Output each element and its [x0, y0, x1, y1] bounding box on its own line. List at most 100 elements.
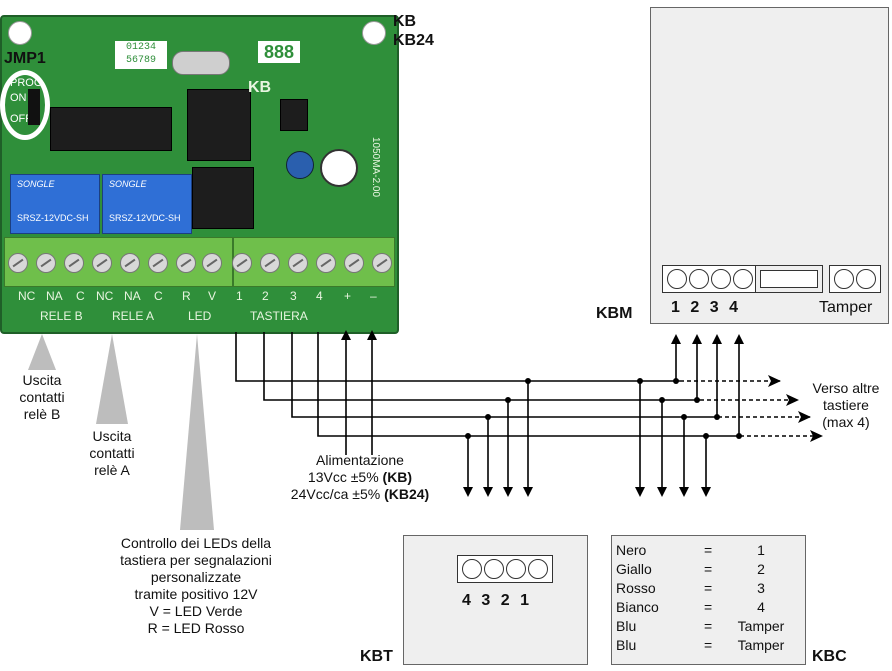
text-line: personalizzate	[150, 569, 242, 585]
terminal-label: –	[370, 289, 377, 303]
text-line: Controllo dei LEDs della	[120, 535, 272, 551]
kbm-tamper-label: Tamper	[819, 299, 873, 316]
terminal-label: +	[344, 289, 352, 303]
text-line: contatti	[19, 389, 65, 405]
terminal-label: C	[154, 289, 163, 303]
relay-model: SRSZ-12VDC-SH	[17, 213, 89, 223]
relay-brand: SONGLE	[17, 179, 55, 189]
kbc-label: KBC	[812, 648, 847, 665]
label-uscita-rele-a: Uscita contatti relè A	[74, 428, 150, 479]
power-connections	[341, 330, 377, 455]
model-kb: KB	[393, 13, 417, 30]
kbt-connections	[463, 381, 533, 497]
kbm-keypad-box: 1 2 3 4 Tamper	[650, 7, 889, 324]
terminal-block-right	[233, 237, 395, 287]
terminal-hole	[528, 559, 548, 579]
label-alimentazione: Alimentazione 13Vcc ±5% (KB) 24Vcc/ca ±5…	[270, 452, 450, 503]
dip-bottom-numbers: 56789	[125, 55, 156, 66]
kbc-row-value: Tamper	[737, 618, 785, 634]
terminal-screw	[120, 253, 140, 273]
terminal-label: NC	[96, 289, 114, 303]
kbc-row-color: Giallo	[616, 561, 652, 577]
terminal-number: 3	[709, 299, 719, 316]
kbc-row-value: Tamper	[737, 637, 785, 653]
kbm-tamper-strip	[829, 265, 881, 293]
label-verso-altre-tastiere: Verso altre tastiere (max 4)	[800, 380, 892, 431]
capacitor-outline	[320, 149, 358, 187]
terminal-number: 2	[690, 299, 700, 316]
dip-switch-label: 01234 56789	[115, 41, 167, 69]
label-led-control: Controllo dei LEDs della tastiera per se…	[90, 535, 302, 637]
power-kb-model: (KB)	[382, 469, 413, 485]
kbt-terminal-numbers: 4 3 2 1	[462, 592, 529, 610]
board-model-label: KB KB24	[393, 12, 434, 50]
text-line: R = LED Rosso	[147, 620, 245, 636]
power-kb24-line: 24Vcc/ca ±5% (KB24)	[270, 486, 450, 503]
kbm-label: KBM	[596, 305, 633, 322]
kbm-terminal-strip	[662, 265, 758, 293]
terminal-hole	[689, 269, 709, 289]
dip-top-numbers: 01234	[125, 42, 156, 53]
terminal-hole	[462, 559, 482, 579]
board-version: 1050MA-2.00	[370, 137, 381, 198]
kbt-keypad-box: 4 3 2 1	[403, 535, 588, 665]
driver-chip	[192, 167, 254, 229]
model-kb24: KB24	[393, 32, 434, 49]
kbc-row-value: 2	[757, 561, 765, 577]
kbc-row-value: 3	[757, 580, 765, 596]
power-kb24-model: (KB24)	[384, 486, 430, 502]
kbt-label: KBT	[360, 648, 393, 665]
terminal-hole	[856, 269, 876, 289]
kbc-row-color: Rosso	[616, 580, 656, 596]
pointer-rele-a	[96, 334, 128, 424]
terminal-screw	[344, 253, 364, 273]
text-line: Uscita	[92, 428, 132, 444]
kb-circuit-board: 01234 56789 888 KB 1050MA-2.00 SONGLE SR…	[0, 15, 399, 334]
text-line: Uscita	[22, 372, 62, 388]
group-label-tastiera: TASTIERA	[250, 309, 308, 323]
terminal-number: 3	[481, 592, 491, 609]
kbc-row-color: Blu	[616, 618, 637, 634]
kbc-row-eq: =	[704, 580, 713, 596]
text-line: tastiera per segnalazioni	[120, 552, 272, 568]
group-label-rele-a: RELE A	[112, 309, 155, 323]
terminal-label: 4	[316, 289, 323, 303]
terminal-label: NA	[124, 289, 141, 303]
kbc-row-eq: =	[704, 618, 713, 634]
terminal-label: 1	[236, 289, 243, 303]
relay-brand: SONGLE	[109, 179, 147, 189]
terminal-label: NC	[18, 289, 36, 303]
terminal-number: 1	[671, 299, 680, 316]
terminal-screw	[36, 253, 56, 273]
terminal-screw	[260, 253, 280, 273]
text-line: tastiere	[823, 397, 869, 413]
kbc-row-color: Blu	[616, 637, 637, 653]
wire-junctions	[465, 378, 742, 439]
capacitor	[286, 151, 314, 179]
text-line: relè B	[23, 406, 61, 422]
cpu-chip	[187, 89, 251, 161]
label-uscita-rele-b: Uscita contatti relè B	[4, 372, 80, 423]
jumper-highlight-ring	[0, 70, 50, 140]
board-kb-silkscreen: KB	[248, 79, 272, 96]
terminal-number: 2	[500, 592, 510, 609]
terminal-screw	[316, 253, 336, 273]
terminal-screw	[148, 253, 168, 273]
kbc-row-eq: =	[704, 561, 713, 577]
small-chip	[280, 99, 308, 131]
terminal-screw	[232, 253, 252, 273]
kbc-row-eq: =	[704, 637, 713, 653]
terminal-label: 2	[262, 289, 269, 303]
crystal-oscillator	[172, 51, 230, 75]
power-kb-line: 13Vcc ±5% (KB)	[270, 469, 450, 486]
text-line: tramite positivo 12V	[134, 586, 258, 602]
kbc-row-eq: =	[704, 599, 713, 615]
group-label-rele-b: RELE B	[40, 309, 83, 323]
kbc-row-value: 4	[757, 599, 765, 615]
mount-hole	[8, 21, 32, 45]
text-line: relè A	[94, 462, 130, 478]
terminal-screw	[92, 253, 112, 273]
kbc-connections	[635, 381, 711, 497]
kbm-terminal-numbers: 1 2 3 4	[671, 299, 738, 317]
terminal-screw	[8, 253, 28, 273]
